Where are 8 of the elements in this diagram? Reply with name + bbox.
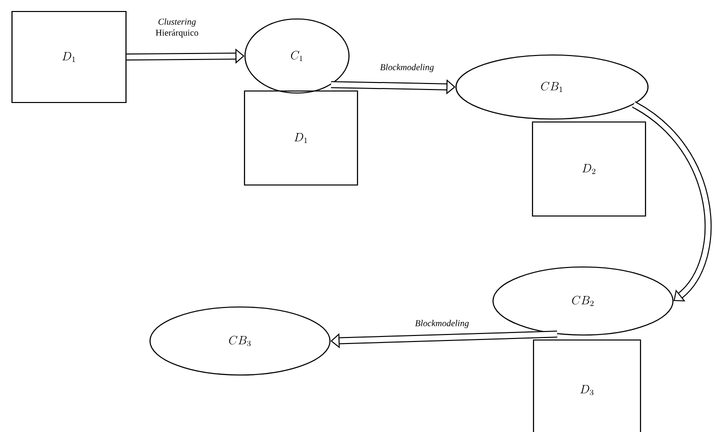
hollow-arrow <box>330 330 558 348</box>
hollow-arrow <box>632 101 712 302</box>
edge-label: Clustering Hierárquico <box>156 18 198 38</box>
square-box: $D_1$ <box>244 90 358 186</box>
edge-label: Blockmodeling <box>380 64 434 72</box>
edge-label: Blockmodeling <box>415 320 469 328</box>
square-box: $D_2$ <box>532 121 646 217</box>
square-box: $D_1$ <box>11 10 127 104</box>
